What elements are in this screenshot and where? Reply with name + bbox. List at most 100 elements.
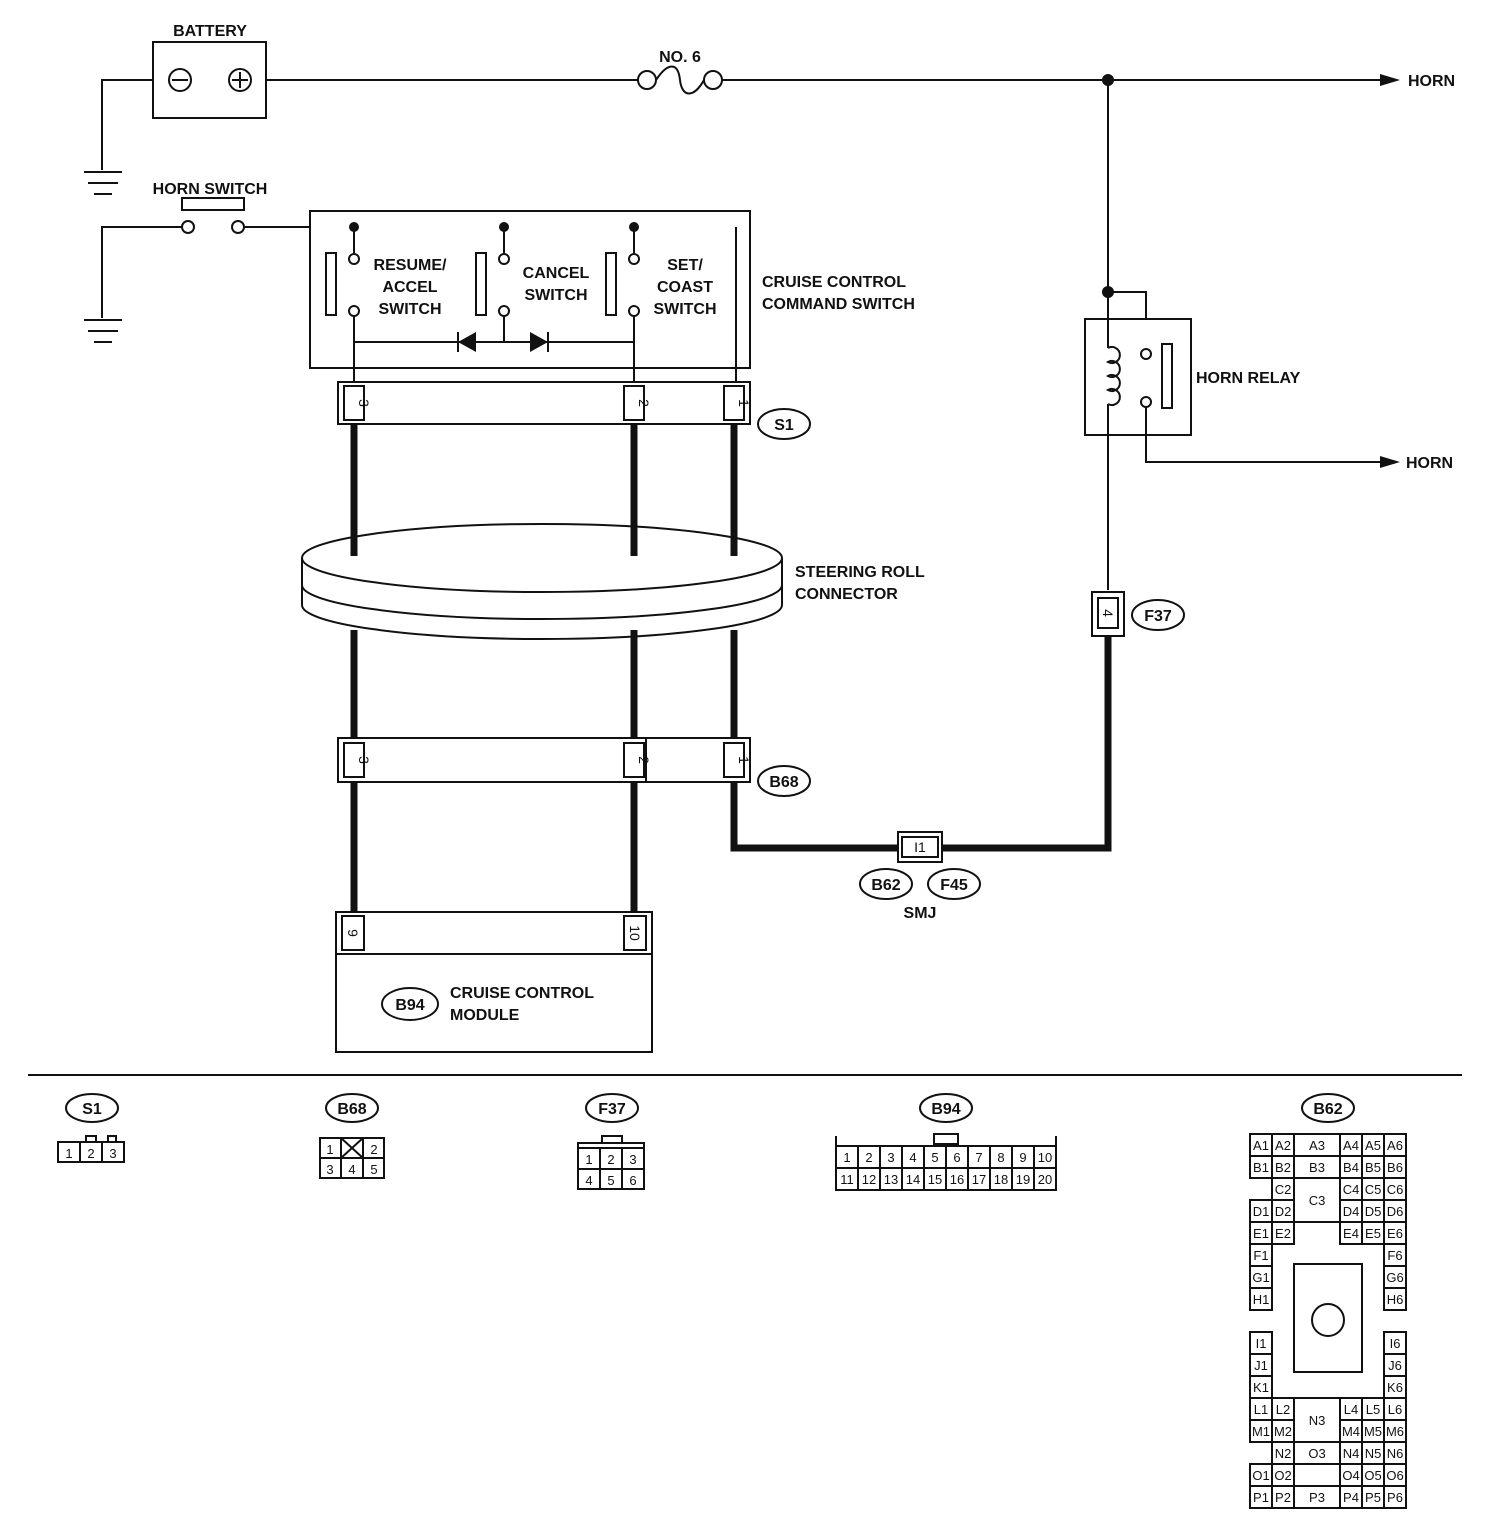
pin-cell: B6 bbox=[1387, 1160, 1403, 1175]
pin-cell-box bbox=[1249, 1287, 1273, 1311]
pin-cell: 5 bbox=[931, 1150, 938, 1165]
pin-cell: 6 bbox=[629, 1173, 636, 1188]
pin-cell: 13 bbox=[884, 1172, 898, 1187]
battery: BATTERY bbox=[152, 23, 267, 119]
pin-cell: 15 bbox=[928, 1172, 942, 1187]
pin-cell: D4 bbox=[1343, 1204, 1360, 1219]
pin-cell: D5 bbox=[1365, 1204, 1382, 1219]
pin-cell: G6 bbox=[1386, 1270, 1403, 1285]
pin-cell: K1 bbox=[1253, 1380, 1269, 1395]
pin-cell: 14 bbox=[906, 1172, 920, 1187]
pin-cell: 2 bbox=[607, 1152, 614, 1167]
pin-cell: C6 bbox=[1387, 1182, 1404, 1197]
pin-cell: 11 bbox=[840, 1172, 854, 1187]
pin-cell: 20 bbox=[1038, 1172, 1052, 1187]
cancel-label: CANCEL bbox=[523, 265, 590, 282]
pin-cell-box bbox=[1033, 1167, 1057, 1191]
battery-label: BATTERY bbox=[173, 23, 247, 40]
pin-cell: J6 bbox=[1388, 1358, 1402, 1373]
pin-cell: N2 bbox=[1275, 1446, 1292, 1461]
pin-label: 1 bbox=[736, 756, 752, 764]
pin-cell: F1 bbox=[1253, 1248, 1268, 1263]
connector-f37-tag: F37 bbox=[1144, 608, 1172, 625]
pin-cell: E1 bbox=[1253, 1226, 1269, 1241]
smj-label: SMJ bbox=[904, 905, 937, 922]
pin-cell: P3 bbox=[1309, 1490, 1325, 1505]
pin-cell: A4 bbox=[1343, 1138, 1359, 1153]
pin-cell: L2 bbox=[1276, 1402, 1290, 1417]
roll-connector-label: CONNECTOR bbox=[795, 586, 898, 603]
pin-cell: H1 bbox=[1253, 1292, 1270, 1307]
pin-cell: P1 bbox=[1253, 1490, 1269, 1505]
connector-b94-tag: B94 bbox=[395, 997, 424, 1014]
pin-cell-box bbox=[1271, 1221, 1295, 1245]
face-s1-tag: S1 bbox=[82, 1101, 102, 1118]
pin-cell: 5 bbox=[370, 1162, 377, 1177]
ground-icon bbox=[84, 319, 122, 343]
set-coast-label: SET/ bbox=[667, 257, 703, 274]
pin-cell: P6 bbox=[1387, 1490, 1403, 1505]
pin-cell: 3 bbox=[326, 1162, 333, 1177]
pin-cell: B2 bbox=[1275, 1160, 1291, 1175]
pin-cell: 5 bbox=[607, 1173, 614, 1188]
pin-cell: 4 bbox=[909, 1150, 916, 1165]
pin-cell: L6 bbox=[1388, 1402, 1402, 1417]
connector-face-b68: 1 2 3 4 5 bbox=[319, 1137, 385, 1179]
pin-label: 2 bbox=[636, 399, 652, 407]
fuse-label: NO. 6 bbox=[659, 49, 701, 66]
pin-cell: N6 bbox=[1387, 1446, 1404, 1461]
pin-cell: N3 bbox=[1309, 1413, 1326, 1428]
ground-icon bbox=[84, 171, 122, 195]
pin-cell: M6 bbox=[1386, 1424, 1404, 1439]
pin-cell: K6 bbox=[1387, 1380, 1403, 1395]
pin-label: 9 bbox=[345, 929, 361, 937]
pin-cell: O6 bbox=[1386, 1468, 1403, 1483]
pin-cell: A3 bbox=[1309, 1138, 1325, 1153]
pin-cell-box bbox=[1383, 1485, 1407, 1509]
pin-cell: C5 bbox=[1365, 1182, 1382, 1197]
pin-cell: E2 bbox=[1275, 1226, 1291, 1241]
pin-cell: 1 bbox=[65, 1146, 72, 1161]
pin-cell: 1 bbox=[326, 1142, 333, 1157]
pin-cell: A6 bbox=[1387, 1138, 1403, 1153]
fuse-no6: NO. 6 bbox=[637, 49, 723, 95]
face-f37-tag: F37 bbox=[598, 1101, 626, 1118]
pin-cell: H6 bbox=[1387, 1292, 1404, 1307]
pin-cell: M2 bbox=[1274, 1424, 1292, 1439]
horn-bottom-label: HORN bbox=[1406, 455, 1453, 472]
pin-cell: M4 bbox=[1342, 1424, 1360, 1439]
pin-cell: J1 bbox=[1254, 1358, 1268, 1373]
pin-cell: B5 bbox=[1365, 1160, 1381, 1175]
connector-s1-tag: S1 bbox=[774, 417, 794, 434]
face-b62-tag: B62 bbox=[1313, 1101, 1342, 1118]
pin-cell: 12 bbox=[862, 1172, 876, 1187]
pin-cell: N4 bbox=[1343, 1446, 1360, 1461]
pin-cell: C2 bbox=[1275, 1182, 1292, 1197]
pin-cell: L1 bbox=[1254, 1402, 1268, 1417]
module-label: MODULE bbox=[450, 1007, 520, 1024]
pin-cell: L5 bbox=[1366, 1402, 1380, 1417]
pin-cell: N5 bbox=[1365, 1446, 1382, 1461]
pin-cell: 3 bbox=[109, 1146, 116, 1161]
command-switch-label: CRUISE CONTROL bbox=[762, 274, 906, 291]
connector-b62-tag: B62 bbox=[871, 877, 900, 894]
pin-cell: O1 bbox=[1252, 1468, 1269, 1483]
pin-cell: 1 bbox=[585, 1152, 592, 1167]
pin-cell: C4 bbox=[1343, 1182, 1360, 1197]
pin-label: 10 bbox=[627, 925, 643, 941]
pin-label: 1 bbox=[736, 399, 752, 407]
cruise-control-command-switch: RESUME/ ACCEL SWITCH CANCEL SWITCH SET/ … bbox=[309, 210, 751, 382]
pin-cell: 6 bbox=[953, 1150, 960, 1165]
pin-cell: 4 bbox=[348, 1162, 355, 1177]
cruise-control-module: 9 10 B94 CRUISE CONTROL MODULE bbox=[335, 911, 653, 1053]
pin-cell: 17 bbox=[972, 1172, 986, 1187]
pin-cell: B4 bbox=[1343, 1160, 1359, 1175]
pin-cell: D1 bbox=[1253, 1204, 1270, 1219]
pin-cell: E4 bbox=[1343, 1226, 1359, 1241]
arrow-right-icon bbox=[1380, 456, 1400, 468]
connector-b68: 3 2 1 bbox=[337, 737, 752, 783]
connector-face-f37: 1 2 3 4 5 6 bbox=[577, 1135, 645, 1190]
pin-label: 3 bbox=[356, 399, 372, 407]
